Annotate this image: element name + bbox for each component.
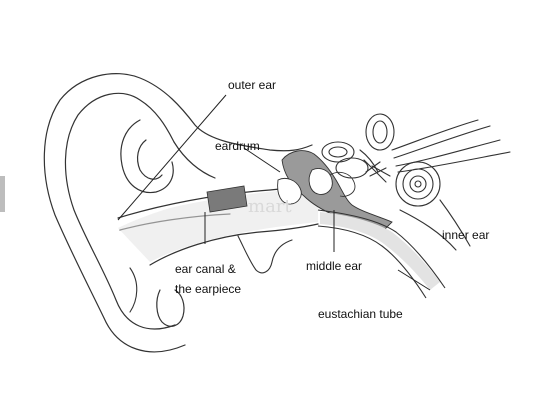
label-eardrum: eardrum — [215, 139, 260, 153]
leader-lines — [117, 94, 431, 291]
label-outer-ear: outer ear — [228, 78, 276, 92]
cochlea — [395, 161, 441, 207]
label-middle-ear: middle ear — [306, 259, 362, 273]
leader-eustachian-tube — [397, 269, 431, 291]
watermark-text: mart — [248, 196, 292, 217]
earpiece-block — [206, 185, 248, 213]
label-ear-canal-line2: the earpiece — [175, 282, 241, 296]
label-inner-ear: inner ear — [442, 228, 489, 242]
inner-ear-shape — [321, 113, 511, 251]
leader-outer-ear — [117, 94, 227, 221]
semicircular-canal — [365, 113, 395, 151]
pinna-shape — [43, 73, 313, 353]
label-ear-canal-line1: ear canal & — [175, 262, 236, 276]
left-edge-artifact — [0, 176, 5, 212]
middle-ear-shape — [277, 150, 393, 235]
label-eustachian-tube: eustachian tube — [318, 307, 403, 321]
leader-eardrum — [243, 147, 281, 173]
lower-tissue-shape — [129, 235, 293, 313]
canal-shading — [118, 188, 318, 262]
